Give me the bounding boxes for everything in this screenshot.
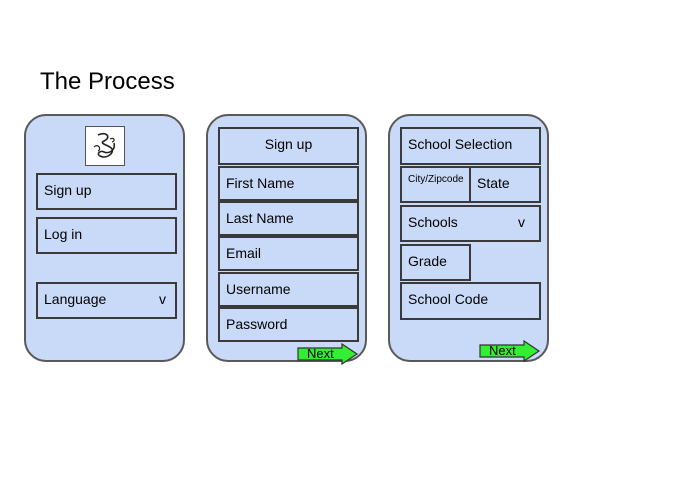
state-label: State — [477, 175, 510, 191]
city-zipcode-field[interactable]: City/Zipcode — [400, 166, 471, 203]
next-arrow-icon — [479, 339, 541, 363]
school-code-label: School Code — [408, 291, 489, 307]
first-name-field[interactable]: First Name — [218, 166, 359, 201]
sign-up-button[interactable]: Sign up — [36, 173, 177, 210]
school-selection-label: School Selection — [408, 136, 513, 152]
signup-header: Sign up — [218, 127, 359, 165]
username-label: Username — [226, 281, 291, 297]
signup-next-label: Next — [307, 346, 334, 361]
language-dropdown[interactable]: Language v — [36, 282, 177, 319]
school-selection-header: School Selection — [400, 127, 541, 165]
chevron-down-icon: v — [159, 291, 166, 307]
email-label: Email — [226, 245, 262, 261]
log-in-button[interactable]: Log in — [36, 217, 177, 254]
school-screen: School Selection City/Zipcode State Scho… — [388, 114, 549, 363]
city-zipcode-label: City/Zipcode — [408, 174, 464, 185]
log-in-label: Log in — [44, 226, 83, 242]
grade-field[interactable]: Grade — [400, 244, 471, 281]
school-code-field[interactable]: School Code — [400, 282, 541, 320]
signup-next-button[interactable]: Next — [297, 342, 359, 366]
school-next-label: Next — [489, 343, 516, 358]
signup-header-label: Sign up — [264, 136, 313, 152]
schools-dropdown[interactable]: Schools v — [400, 205, 541, 242]
email-field[interactable]: Email — [218, 236, 359, 271]
swirl-logo-icon — [85, 126, 125, 166]
school-next-button[interactable]: Next — [479, 339, 541, 363]
next-arrow-icon — [297, 342, 359, 366]
language-label: Language — [44, 291, 107, 307]
password-label: Password — [226, 316, 288, 332]
grade-label: Grade — [408, 253, 447, 269]
first-name-label: First Name — [226, 175, 295, 191]
password-field[interactable]: Password — [218, 307, 359, 342]
last-name-label: Last Name — [226, 210, 294, 226]
sign-up-label: Sign up — [44, 182, 92, 198]
schools-label: Schools — [408, 214, 458, 230]
state-field[interactable]: State — [469, 166, 541, 203]
last-name-field[interactable]: Last Name — [218, 201, 359, 236]
signup-screen: Sign up First Name Last Name Email Usern… — [206, 114, 367, 366]
chevron-down-icon: v — [518, 214, 525, 230]
page-title: The Process — [40, 68, 175, 95]
welcome-screen: Sign up Log in Language v — [24, 114, 185, 362]
username-field[interactable]: Username — [218, 272, 359, 307]
